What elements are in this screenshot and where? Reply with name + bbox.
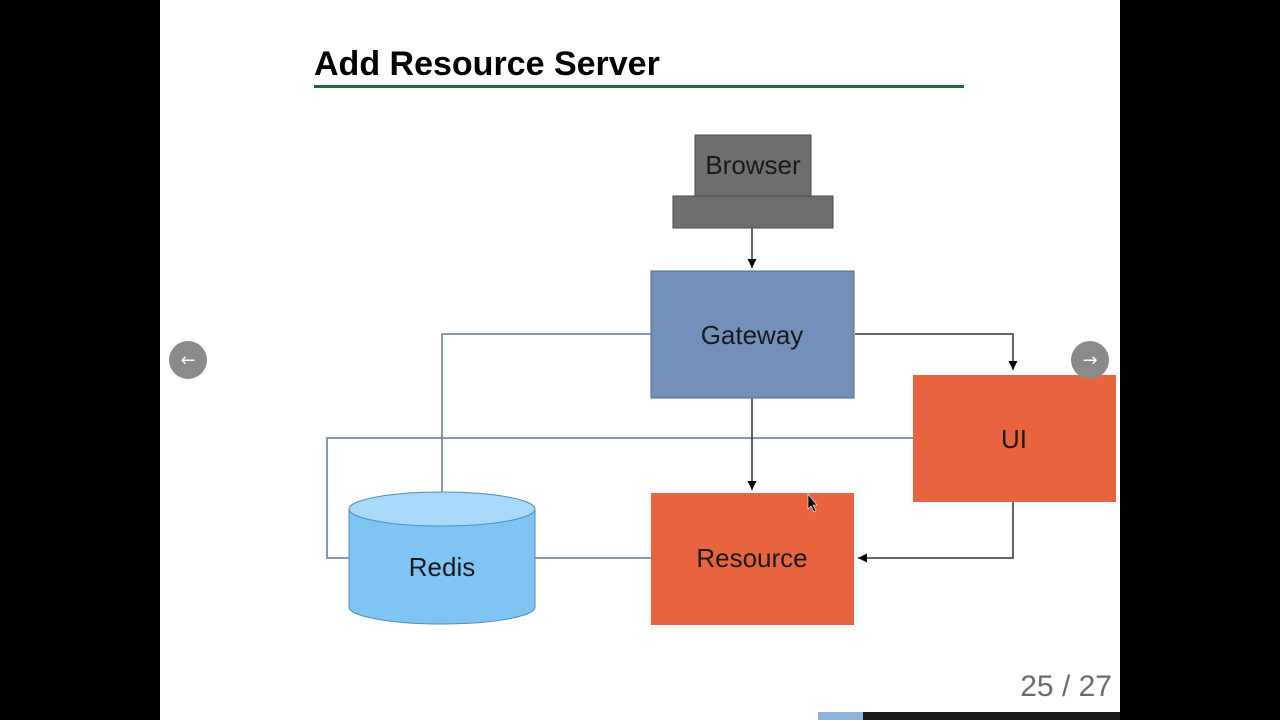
redis-label: Redis: [409, 552, 475, 582]
redis-cylinder-body: [348, 508, 536, 625]
ui-node: UI: [913, 375, 1116, 502]
arrow-left-icon: ←: [180, 349, 196, 371]
connector-ui-resource: [858, 502, 1014, 563]
browser-label: Browser: [705, 150, 801, 180]
slide-progress-bar[interactable]: [818, 712, 1120, 720]
slide-title: Add Resource Server: [314, 45, 660, 83]
redis-cylinder-top: [348, 491, 536, 527]
ui-box: [913, 375, 1116, 502]
connector-ui-redis: [326, 437, 913, 559]
slide-progress-fill: [818, 712, 864, 720]
slide: Add Resource Server: [160, 0, 1120, 720]
page-counter: 25 / 27: [1020, 670, 1112, 703]
ui-label: UI: [1001, 424, 1027, 454]
title-underline: [314, 85, 964, 88]
connector-gateway-redis: [441, 333, 651, 494]
mouse-cursor-icon: [807, 493, 818, 513]
next-slide-button[interactable]: →: [1071, 341, 1109, 379]
arrow-right-icon: →: [1082, 349, 1098, 371]
browser-base: [672, 195, 834, 229]
gateway-box: [650, 270, 855, 399]
connector-gateway-ui: [855, 333, 1018, 370]
gateway-label: Gateway: [701, 320, 804, 350]
resource-label: Resource: [696, 543, 807, 573]
resource-node: Resource: [651, 493, 854, 625]
browser-node: Browser: [672, 134, 834, 229]
resource-box: [651, 493, 854, 625]
gateway-node: Gateway: [650, 270, 855, 399]
prev-slide-button[interactable]: ←: [169, 341, 207, 379]
redis-node: Redis: [348, 491, 536, 625]
connectors: [326, 228, 1018, 563]
